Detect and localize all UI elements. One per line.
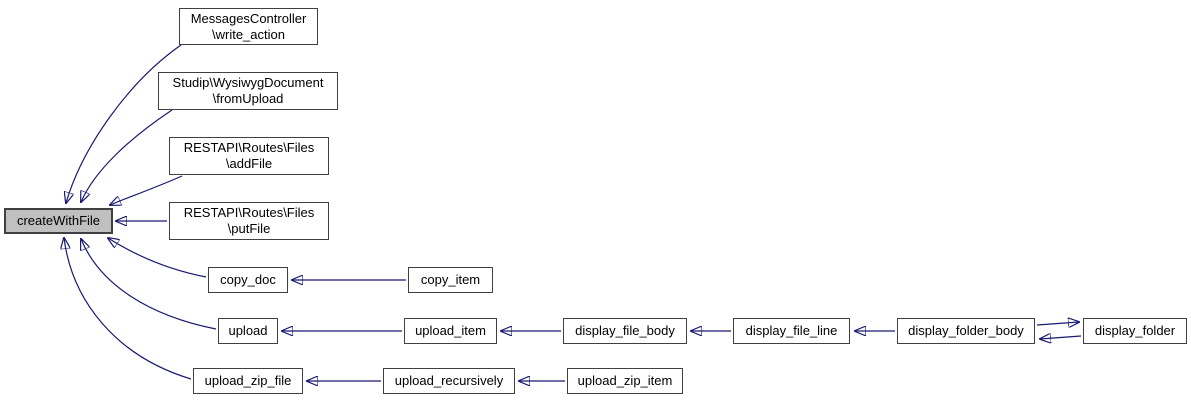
node-label-line: \write_action	[212, 26, 285, 42]
edge-write-action-to-createwithfile	[66, 44, 182, 203]
node-label-line: upload_zip_file	[204, 373, 292, 388]
node-label-line: RESTAPI\Routes\Files	[183, 205, 315, 220]
node-label-line: display_folder	[1094, 323, 1176, 338]
node-label-line: upload_item	[415, 323, 486, 338]
node-display-file-line[interactable]: display_file_line	[733, 318, 850, 344]
node-label-line: upload	[228, 323, 268, 338]
node-label-line: display_file_body	[575, 323, 675, 338]
node-messagescontroller-write-action[interactable]: MessagesController \write_action	[179, 8, 318, 45]
node-restapi-routes-files-addfile[interactable]: RESTAPI\Routes\Files \addFile	[169, 137, 329, 175]
node-restapi-routes-files-putfile[interactable]: RESTAPI\Routes\Files \putFile	[169, 202, 329, 240]
node-display-folder-body[interactable]: display_folder_body	[897, 318, 1035, 344]
edge-upload-zip-file-to-createwithfile	[64, 238, 192, 380]
edge-upload-to-createwithfile	[81, 239, 217, 330]
node-studip-wysiwygdocument-fromupload[interactable]: Studip\WysiwygDocument \fromUpload	[158, 72, 338, 110]
edge-display-folder-body-to-display-folder	[1036, 322, 1079, 325]
node-upload[interactable]: upload	[218, 318, 278, 344]
node-label-line: copy_doc	[220, 272, 276, 287]
node-label-line: MessagesController	[190, 10, 307, 26]
node-label-line: copy_item	[420, 272, 481, 287]
node-label-line: upload_zip_item	[577, 373, 673, 388]
node-upload-item[interactable]: upload_item	[404, 318, 497, 344]
edge-addfile-to-createwithfile	[110, 175, 183, 205]
node-label-line: upload_recursively	[394, 373, 504, 388]
node-label-line: display_file_line	[745, 323, 838, 338]
node-upload-zip-file[interactable]: upload_zip_file	[193, 368, 303, 394]
node-copy-item[interactable]: copy_item	[408, 267, 493, 293]
node-label-line: RESTAPI\Routes\Files	[183, 140, 315, 155]
node-label-line: \putFile	[227, 221, 271, 236]
node-label-line: \fromUpload	[212, 91, 284, 106]
node-upload-zip-item[interactable]: upload_zip_item	[567, 368, 683, 394]
node-display-folder[interactable]: display_folder	[1083, 318, 1187, 344]
node-label-line: \addFile	[225, 156, 273, 171]
node-createwithfile-focus: createWithFile	[4, 208, 113, 234]
edge-copy-doc-to-createwithfile	[108, 238, 207, 278]
node-label-line: createWithFile	[16, 213, 101, 228]
edge-fromupload-to-createwithfile	[81, 109, 173, 202]
node-label-line: display_folder_body	[908, 323, 1024, 338]
node-copy-doc[interactable]: copy_doc	[208, 267, 288, 293]
node-display-file-body[interactable]: display_file_body	[563, 318, 687, 344]
node-upload-recursively[interactable]: upload_recursively	[383, 368, 515, 394]
node-label-line: Studip\WysiwygDocument	[172, 75, 324, 90]
edge-display-folder-to-display-folder-body	[1040, 336, 1082, 339]
